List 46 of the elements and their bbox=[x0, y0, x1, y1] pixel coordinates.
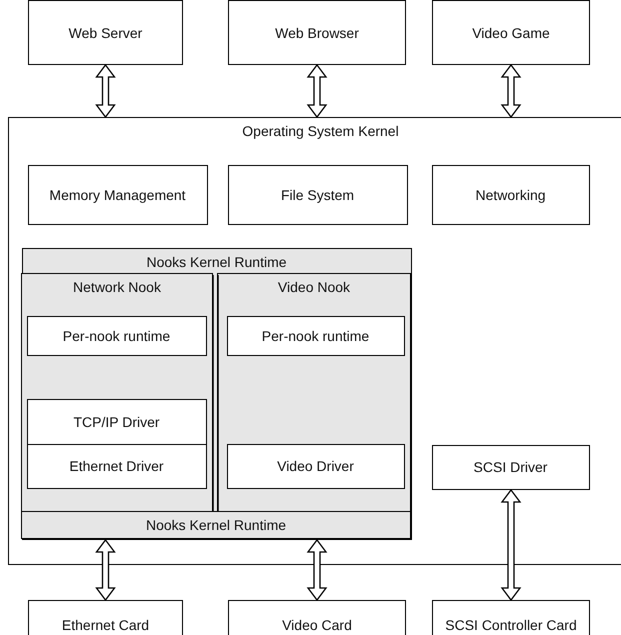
component-label: Web Browser bbox=[275, 24, 359, 40]
component-label: Ethernet Driver bbox=[69, 458, 164, 474]
component-box bbox=[28, 164, 208, 224]
component-box bbox=[432, 164, 590, 224]
component-label: SCSI Controller Card bbox=[445, 617, 577, 633]
double-arrow bbox=[95, 64, 116, 118]
double-arrow bbox=[306, 538, 328, 602]
component-box bbox=[228, 0, 406, 65]
runtime-panel bbox=[21, 273, 213, 512]
component-box bbox=[28, 600, 183, 635]
double-arrow bbox=[95, 538, 116, 602]
double-arrow bbox=[306, 64, 328, 118]
component-label: Per-nook runtime bbox=[62, 328, 170, 344]
component-label: Video Driver bbox=[277, 458, 354, 474]
component-box bbox=[26, 316, 206, 356]
component-box bbox=[432, 0, 590, 65]
runtime-panel bbox=[217, 273, 411, 512]
double-arrow bbox=[500, 488, 522, 602]
component-label: Video Card bbox=[282, 617, 352, 633]
component-box bbox=[228, 600, 406, 635]
component-box bbox=[226, 444, 404, 488]
component-box bbox=[228, 164, 408, 224]
component-box bbox=[432, 444, 590, 490]
component-box bbox=[26, 398, 206, 444]
component-label: Networking bbox=[475, 186, 546, 202]
component-label: Nooks Kernel Runtime bbox=[146, 254, 287, 270]
component-label: Video Nook bbox=[278, 279, 350, 295]
component-label: File System bbox=[280, 186, 354, 202]
component-box bbox=[26, 444, 206, 488]
runtime-band bbox=[21, 511, 411, 539]
component-label: Memory Management bbox=[49, 186, 186, 202]
component-label: Network Nook bbox=[73, 279, 161, 295]
component-label: SCSI Driver bbox=[474, 459, 548, 475]
kernel-panel bbox=[8, 117, 621, 565]
component-label: Ethernet Card bbox=[62, 617, 150, 633]
component-box bbox=[28, 0, 183, 65]
component-box bbox=[226, 316, 404, 356]
component-label: Operating System Kernel bbox=[242, 123, 399, 139]
component-label: TCP/IP Driver bbox=[73, 414, 160, 430]
component-label: Video Game bbox=[472, 24, 550, 40]
component-box bbox=[432, 600, 590, 635]
component-label: Nooks Kernel Runtime bbox=[146, 517, 286, 533]
runtime-panel bbox=[22, 248, 412, 540]
component-label: Web Server bbox=[68, 24, 142, 40]
component-label: Per-nook runtime bbox=[262, 328, 370, 344]
double-arrow bbox=[500, 64, 522, 118]
